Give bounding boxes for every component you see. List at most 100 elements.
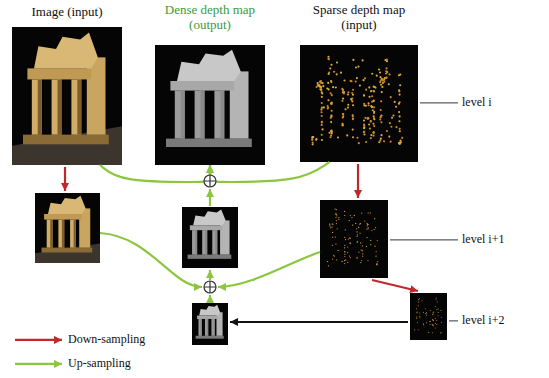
sparse-point bbox=[352, 104, 354, 106]
sparse-point bbox=[344, 247, 345, 248]
sparse-point bbox=[363, 94, 365, 96]
sparse-point bbox=[440, 332, 441, 333]
sparse-point bbox=[418, 299, 419, 300]
sparse-point bbox=[358, 252, 359, 253]
temple-part bbox=[52, 79, 62, 134]
temple-picture bbox=[155, 45, 265, 165]
sparse-point bbox=[418, 329, 419, 330]
sparse-point bbox=[376, 264, 377, 265]
sparse-point bbox=[432, 324, 433, 325]
sparse-point bbox=[321, 124, 323, 126]
sparse-point bbox=[321, 102, 323, 104]
sparse-point bbox=[395, 106, 397, 108]
sparse-point bbox=[433, 312, 434, 313]
image-panel: Sparse depth map (input) bbox=[300, 3, 418, 162]
sparse-point bbox=[350, 215, 351, 216]
temple-part bbox=[190, 225, 222, 230]
sparse-point bbox=[367, 224, 368, 225]
sparse-point bbox=[433, 320, 434, 321]
sparse-point bbox=[352, 118, 354, 120]
sparse-point bbox=[370, 90, 372, 92]
sparse-point bbox=[428, 332, 429, 333]
sparse-point bbox=[435, 323, 436, 324]
sparse-point bbox=[332, 245, 333, 246]
sparse-point bbox=[438, 312, 439, 313]
sparse-point bbox=[315, 139, 317, 141]
sparse-point bbox=[378, 68, 380, 70]
sparse-point bbox=[340, 72, 342, 74]
sparse-point bbox=[350, 80, 352, 82]
sparse-point bbox=[426, 322, 427, 323]
sparse-point bbox=[330, 80, 332, 82]
temple-part bbox=[48, 196, 86, 214]
sparse-point bbox=[399, 130, 401, 132]
temple-picture bbox=[182, 207, 238, 268]
sparse-point bbox=[357, 236, 358, 237]
sparse-point bbox=[355, 80, 357, 82]
sparse-point bbox=[367, 224, 368, 225]
up-sampling-arrow bbox=[209, 189, 211, 206]
sparse-point bbox=[441, 317, 442, 318]
sparse-point bbox=[328, 132, 330, 134]
sparse-point bbox=[389, 122, 391, 124]
temple-part bbox=[44, 214, 82, 220]
sparse-point bbox=[363, 127, 365, 129]
sparse-point bbox=[321, 139, 323, 141]
column-shade bbox=[207, 319, 208, 336]
sparse-point bbox=[359, 84, 361, 86]
sparse-point bbox=[334, 256, 335, 257]
sparse-point bbox=[332, 224, 333, 225]
sparse-point bbox=[343, 92, 345, 94]
sparse-point bbox=[331, 226, 332, 227]
sparse-point bbox=[395, 126, 397, 128]
sparse-point bbox=[371, 106, 373, 108]
sparse-point bbox=[321, 111, 323, 113]
temple-part bbox=[212, 230, 217, 254]
sparse-point bbox=[350, 242, 351, 243]
sparse-point bbox=[330, 103, 332, 105]
sparse-point bbox=[352, 224, 353, 225]
sparse-point bbox=[388, 136, 390, 138]
sparse-point bbox=[436, 299, 437, 300]
sparse-point bbox=[362, 256, 363, 257]
sparse-point bbox=[441, 322, 442, 323]
sparse-point bbox=[382, 78, 384, 80]
sparse-point bbox=[332, 259, 333, 260]
temple-picture bbox=[410, 293, 447, 340]
sparse-point bbox=[330, 227, 331, 228]
temple-part bbox=[177, 50, 241, 81]
column-shade bbox=[77, 79, 81, 134]
sparse-point bbox=[377, 240, 378, 241]
level-label: level i+1 bbox=[462, 233, 504, 247]
sparse-point bbox=[344, 108, 346, 110]
temple-picture bbox=[320, 200, 388, 278]
sparse-point bbox=[364, 117, 366, 119]
sparse-point bbox=[344, 251, 345, 252]
sparse-point bbox=[371, 101, 373, 103]
sparse-point bbox=[379, 118, 381, 120]
sparse-point bbox=[379, 71, 381, 73]
sparse-point bbox=[352, 89, 354, 91]
sparse-point bbox=[321, 121, 323, 123]
sparse-point bbox=[421, 300, 422, 301]
sparse-point bbox=[363, 133, 365, 135]
sparse-point bbox=[321, 115, 323, 117]
sparse-point bbox=[350, 243, 351, 244]
sparse-point bbox=[367, 260, 368, 261]
temple-part bbox=[71, 79, 81, 134]
sparse-point bbox=[330, 64, 332, 66]
sparse-point bbox=[370, 212, 371, 213]
sparse-point bbox=[315, 138, 317, 140]
picture-ground bbox=[410, 293, 447, 340]
sparse-point bbox=[370, 240, 371, 241]
sparse-point bbox=[368, 96, 370, 98]
sparse-point bbox=[429, 321, 430, 322]
sparse-point bbox=[347, 107, 349, 109]
sparse-point bbox=[370, 121, 372, 123]
legend-text: Up-sampling bbox=[68, 357, 131, 371]
sparse-point bbox=[341, 88, 343, 90]
sparse-point bbox=[425, 313, 426, 314]
sparse-point bbox=[345, 239, 346, 240]
sparse-point bbox=[350, 80, 352, 82]
sparse-point bbox=[390, 141, 392, 143]
